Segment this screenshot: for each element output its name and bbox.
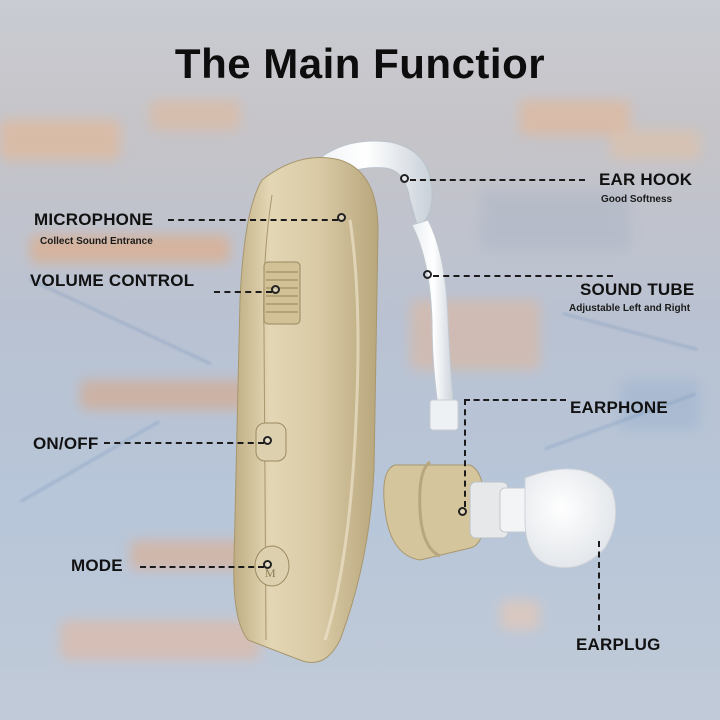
label-microphone: MICROPHONE — [34, 210, 154, 229]
label-sound-tube: SOUND TUBE — [580, 280, 695, 299]
label-ear-hook-subtitle: Good Softness — [601, 194, 673, 205]
sound-tube-leader-line — [433, 275, 613, 277]
mode-marker — [263, 560, 272, 569]
label-volume-control: VOLUME CONTROL — [30, 271, 195, 290]
volume-control-leader-line — [214, 291, 272, 293]
label-sound-tube-subtitle: Adjustable Left and Right — [569, 303, 691, 314]
earphone-leader-horizontal — [464, 399, 566, 401]
earphone-leader-vertical — [464, 399, 466, 507]
label-mode: MODE — [71, 556, 123, 575]
on-off-leader-line — [104, 442, 264, 444]
microphone-marker — [337, 213, 346, 222]
ear-hook-marker — [400, 174, 409, 183]
label-on-off: ON/OFF — [33, 434, 99, 453]
earplug-leader-line — [598, 541, 600, 631]
on-off-marker — [263, 436, 272, 445]
microphone-leader-line — [168, 219, 338, 221]
mode-leader-line — [140, 566, 264, 568]
earphone-marker — [458, 507, 467, 516]
mode-button-glyph: M — [265, 566, 276, 580]
volume-control-marker — [271, 285, 280, 294]
ear-hook-leader-line — [410, 179, 585, 181]
label-microphone-subtitle: Collect Sound Entrance — [40, 236, 153, 247]
label-earphone: EARPHONE — [570, 398, 668, 417]
sound-tube-marker — [423, 270, 432, 279]
label-earplug: EARPLUG — [576, 635, 661, 654]
label-ear-hook: EAR HOOK — [599, 170, 693, 189]
page-title: The Main Functior — [174, 40, 546, 87]
